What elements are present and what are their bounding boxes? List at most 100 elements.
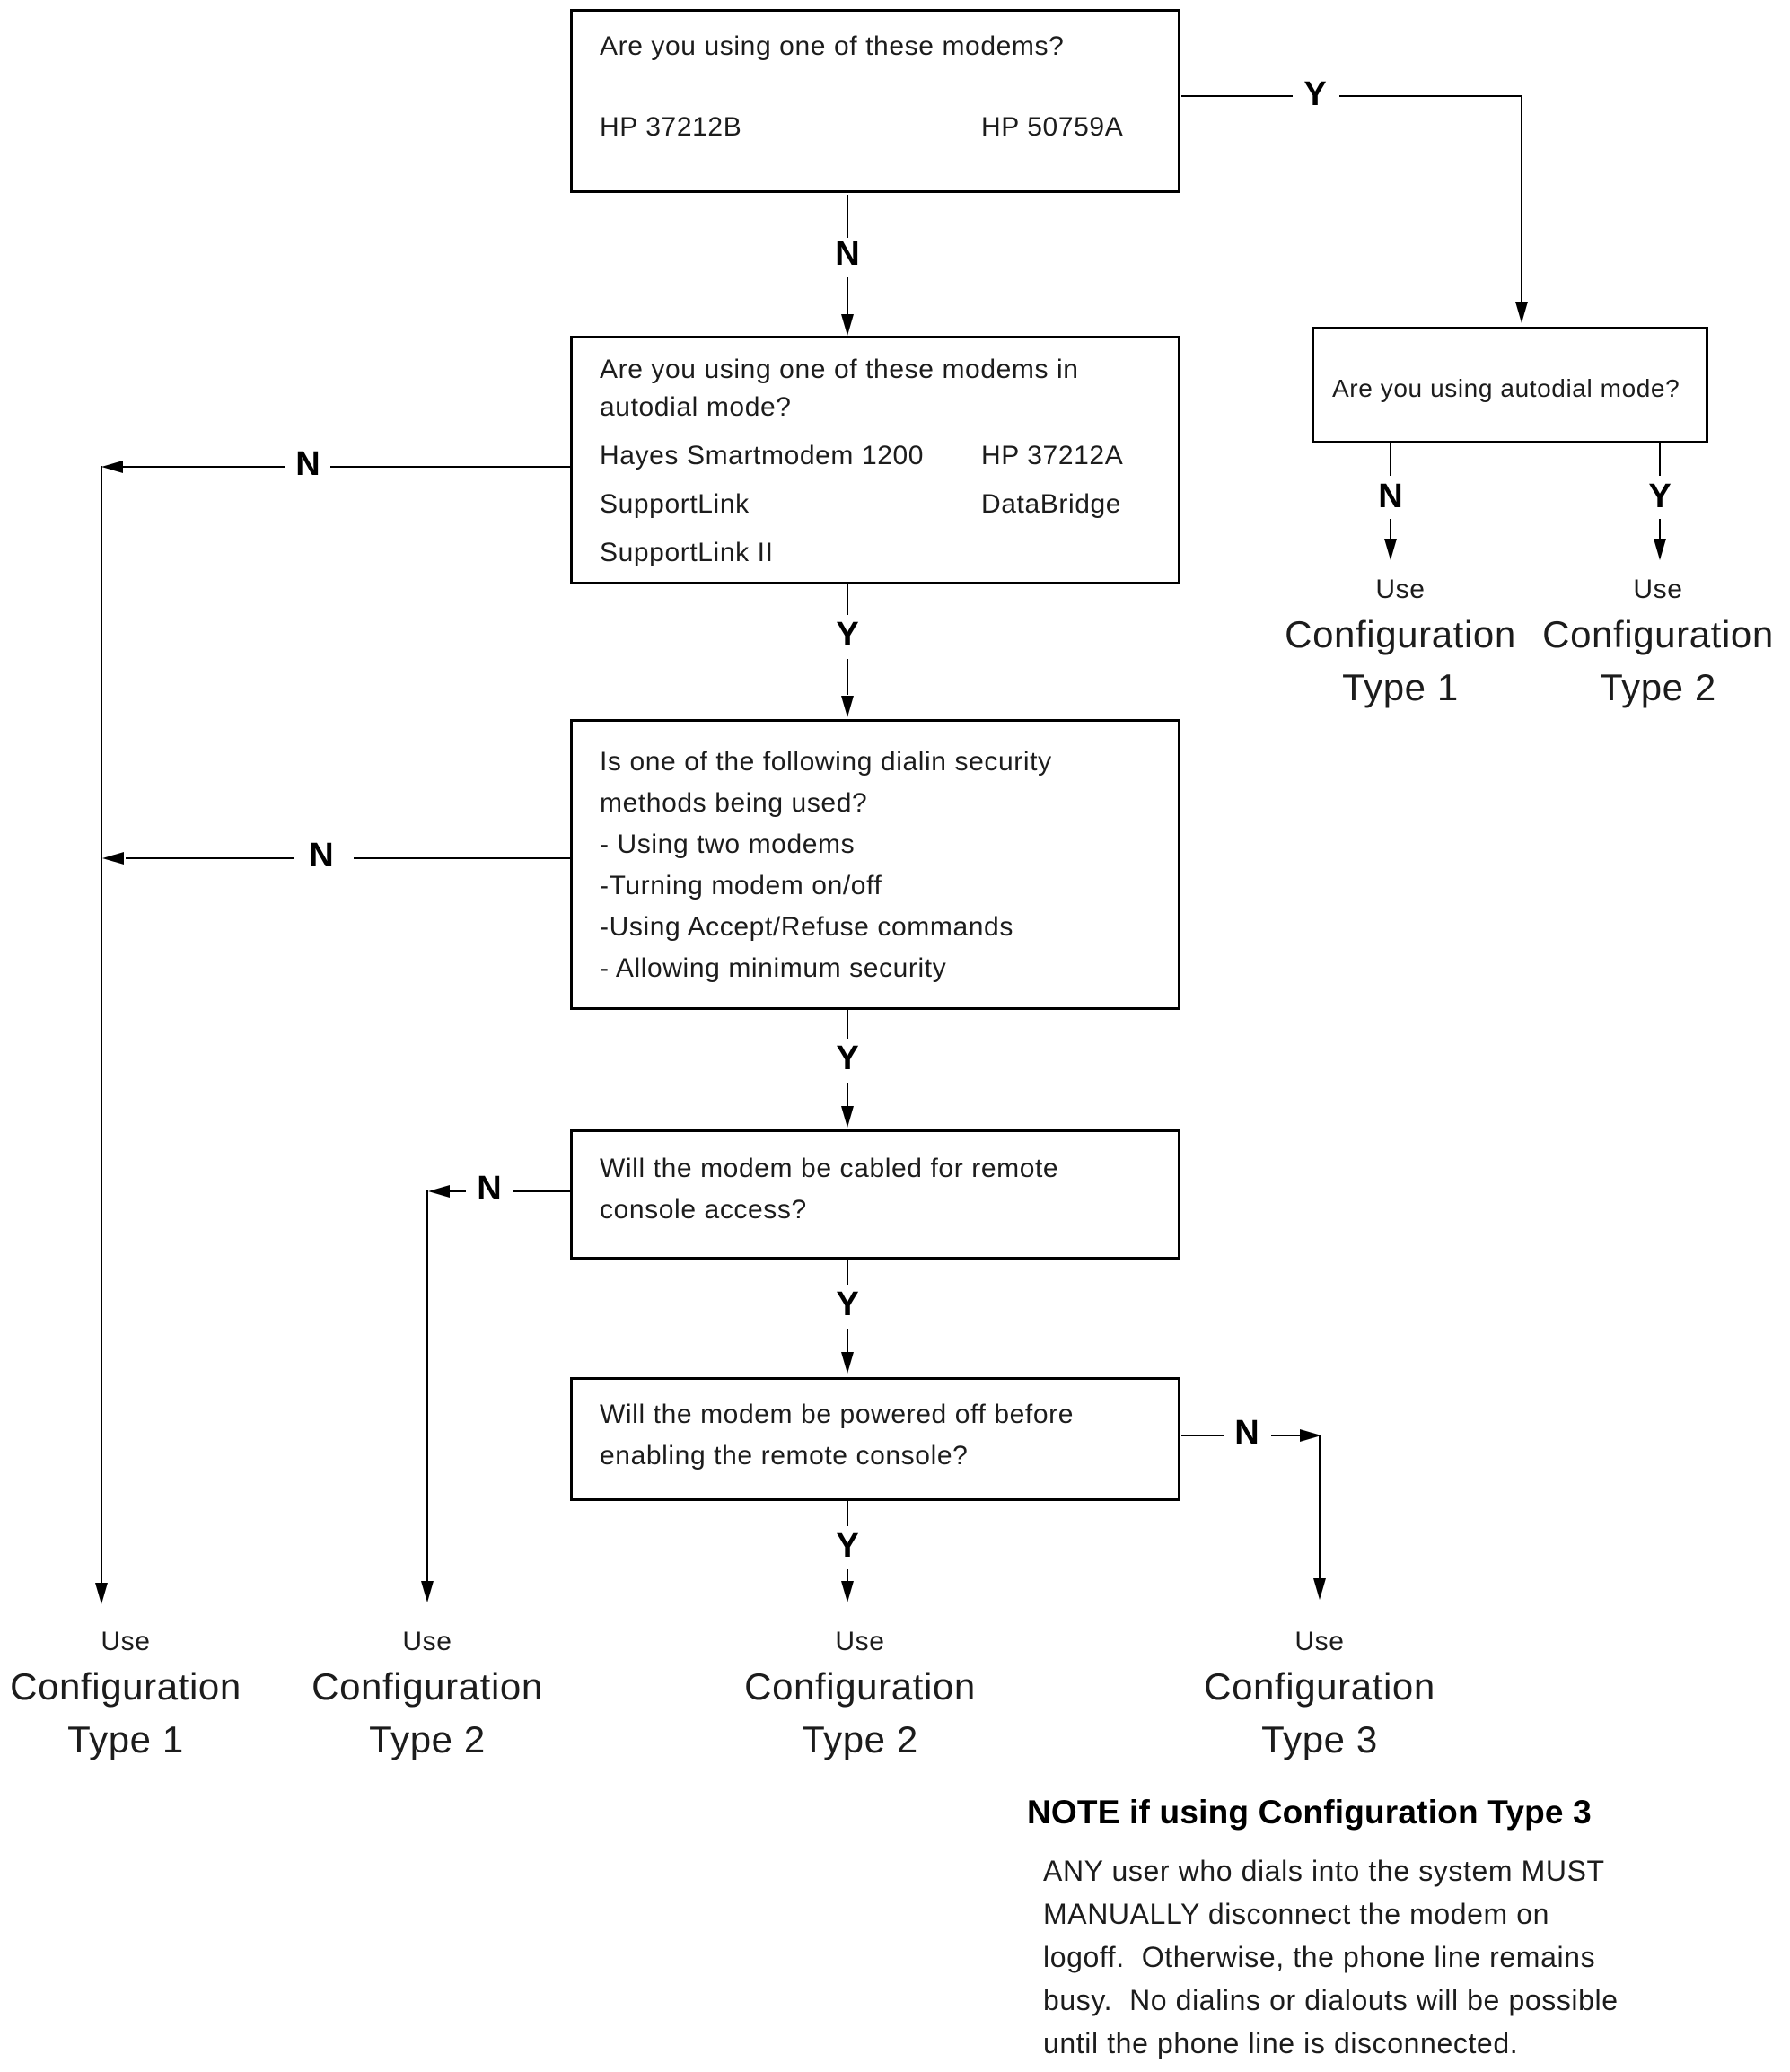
connector-line [1181,1435,1224,1436]
yes-label-dialin-security: Y [836,1040,859,1077]
modem-list-item: Hayes Smartmodem 1200 [600,441,925,470]
yes-label-modems: Y [1303,75,1327,113]
outcome-type-label: Type 2 [802,1718,918,1760]
dialin-security-line: Is one of the following dialin security [600,747,1052,777]
arrowhead-left-icon [101,461,123,473]
outcome-config-type2-bottom-center: Use Configuration Type 2 [725,1623,995,1767]
arrowhead-down-icon [841,696,854,717]
autodial-mode-question: Are you using autodial mode? [1332,374,1680,402]
arrowhead-down-icon [95,1583,108,1604]
arrowhead-down-icon [1515,302,1528,323]
dialin-security-line: - Allowing minimum security [600,953,947,983]
dialin-security-line: - Using two modems [600,830,856,859]
connector-line [1659,519,1661,540]
outcome-configuration-label: Configuration [1542,613,1774,655]
connector-line [1659,443,1661,476]
decision-box-remote-console: Will the modem be cabled for remote cons… [570,1129,1180,1260]
autodial-modems-question-line1: Are you using one of these modems in [600,355,1079,384]
arrowhead-down-icon [841,1106,854,1128]
note-body-line: MANUALLY disconnect the modem on [1043,1898,1550,1930]
connector-line [847,1329,848,1354]
decision-box-autodial-modems: Are you using one of these modems in aut… [570,336,1180,584]
modems-item-right: HP 50759A [981,112,1124,142]
connector-line [513,1190,570,1192]
connector-line [847,1260,848,1285]
arrowhead-down-icon [421,1581,434,1602]
connector-line [1339,95,1522,97]
outcome-use-label: Use [835,1627,885,1656]
note-body-line: busy. No dialins or dialouts will be pos… [1043,1984,1619,2016]
connector-line [847,1501,848,1526]
connector-line [1181,95,1293,97]
connector-line [1390,519,1391,540]
no-label-autodial-modems: N [295,445,320,483]
outcome-use-label: Use [402,1627,452,1656]
powered-off-line1: Will the modem be powered off before [600,1400,1074,1429]
dialin-security-line: -Turning modem on/off [600,871,882,900]
connector-line [847,659,848,695]
remote-console-line2: console access? [600,1195,807,1225]
arrowhead-down-icon [841,1581,854,1602]
outcome-configuration-label: Configuration [744,1665,976,1708]
connector-line [847,1569,848,1582]
connector-line [354,857,570,859]
outcome-config-type2-right: Use Configuration Type 2 [1526,571,1790,715]
connector-line [1521,95,1522,303]
decision-box-powered-off: Will the modem be powered off before ena… [570,1377,1180,1501]
arrowhead-down-icon [1384,539,1397,560]
decision-box-dialin-security: Is one of the following dialin security … [570,719,1180,1010]
outcome-type-label: Type 3 [1261,1718,1378,1760]
autodial-modems-question-line2: autodial mode? [600,392,792,422]
outcome-use-label: Use [1633,575,1683,604]
connector-line [101,466,102,1585]
connector-line [1390,443,1391,476]
modem-list-item: SupportLink [600,489,750,519]
dialin-security-line: -Using Accept/Refuse commands [600,912,1013,942]
connector-line [426,1190,428,1583]
outcome-use-label: Use [1375,575,1426,604]
note-body-line: ANY user who dials into the system MUST [1043,1855,1605,1887]
decision-box-modems: Are you using one of these modems? HP 37… [570,9,1180,193]
note-body-line: until the phone line is disconnected. [1043,2027,1519,2059]
no-label-modems: N [835,235,860,273]
arrowhead-down-icon [841,1352,854,1374]
connector-line [126,857,294,859]
no-label-autodial-mode: N [1378,478,1403,515]
connector-line [330,466,570,468]
arrowhead-right-icon [1300,1429,1321,1442]
outcome-config-type2-bottom-left: Use Configuration Type 2 [293,1623,562,1767]
yes-label-powered-off: Y [836,1527,859,1565]
outcome-configuration-label: Configuration [1285,613,1516,655]
modem-list-item: SupportLink II [600,538,774,567]
connector-line [847,195,848,238]
note-body-line: logoff. Otherwise, the phone line remain… [1043,1941,1596,1973]
arrowhead-down-icon [1313,1578,1326,1600]
outcome-config-type1-bottom: Use Configuration Type 1 [0,1623,251,1767]
arrowhead-down-icon [1654,539,1666,560]
dialin-security-line: methods being used? [600,788,868,818]
outcome-type-label: Type 2 [369,1718,486,1760]
outcome-configuration-label: Configuration [1204,1665,1435,1708]
no-label-dialin-security: N [309,837,334,874]
powered-off-line2: enabling the remote console? [600,1441,969,1471]
remote-console-line1: Will the modem be cabled for remote [600,1154,1059,1183]
no-label-remote-console: N [477,1170,502,1207]
modem-list-item: DataBridge [981,489,1122,519]
arrowhead-down-icon [841,314,854,336]
arrowhead-left-icon [102,852,124,865]
connector-line [123,466,285,468]
outcome-type-label: Type 1 [1342,666,1459,708]
yes-label-autodial-mode: Y [1648,478,1672,515]
connector-line [847,277,848,316]
yes-label-remote-console: Y [836,1286,859,1323]
no-label-powered-off: N [1234,1414,1259,1452]
modem-list-item: HP 37212A [981,441,1124,470]
outcome-config-type1-right: Use Configuration Type 1 [1266,571,1535,715]
modems-question: Are you using one of these modems? [600,31,1065,61]
decision-box-autodial-mode: Are you using autodial mode? [1312,327,1708,443]
connector-line [450,1190,466,1192]
outcome-configuration-label: Configuration [311,1665,543,1708]
modems-item-left: HP 37212B [600,112,742,142]
connector-line [847,1083,848,1108]
